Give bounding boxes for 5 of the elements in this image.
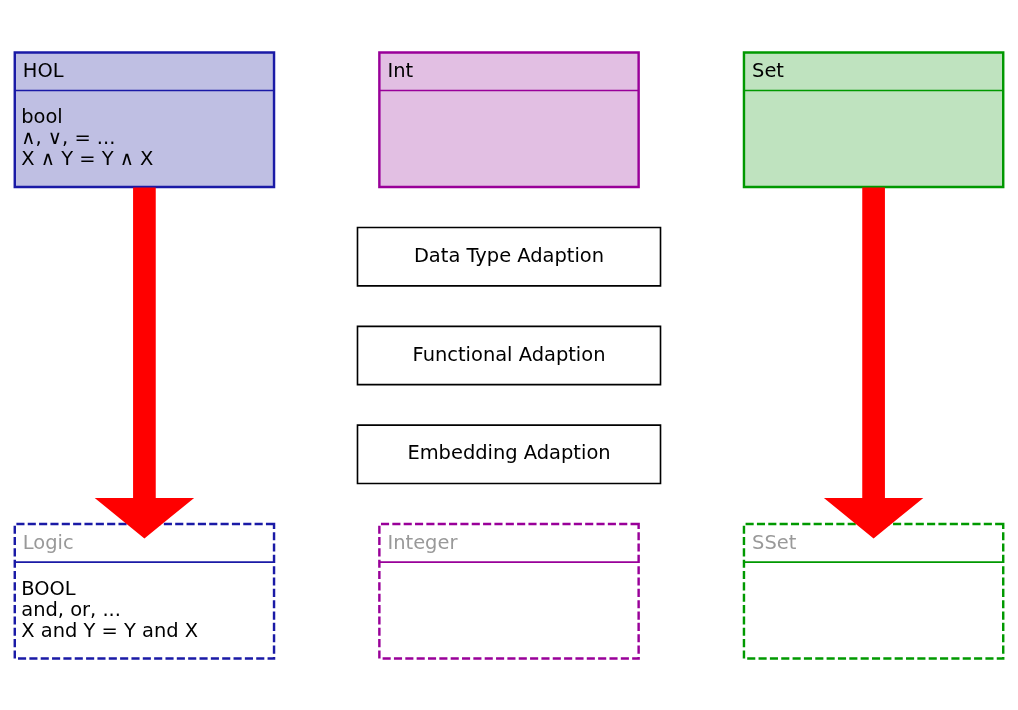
node-box: Data Type Adaption — [356, 226, 662, 287]
node-box: Embedding Adaption — [356, 423, 662, 484]
arrow — [823, 186, 924, 539]
arrow — [94, 186, 195, 539]
node-box: Functional Adaption — [356, 325, 662, 385]
